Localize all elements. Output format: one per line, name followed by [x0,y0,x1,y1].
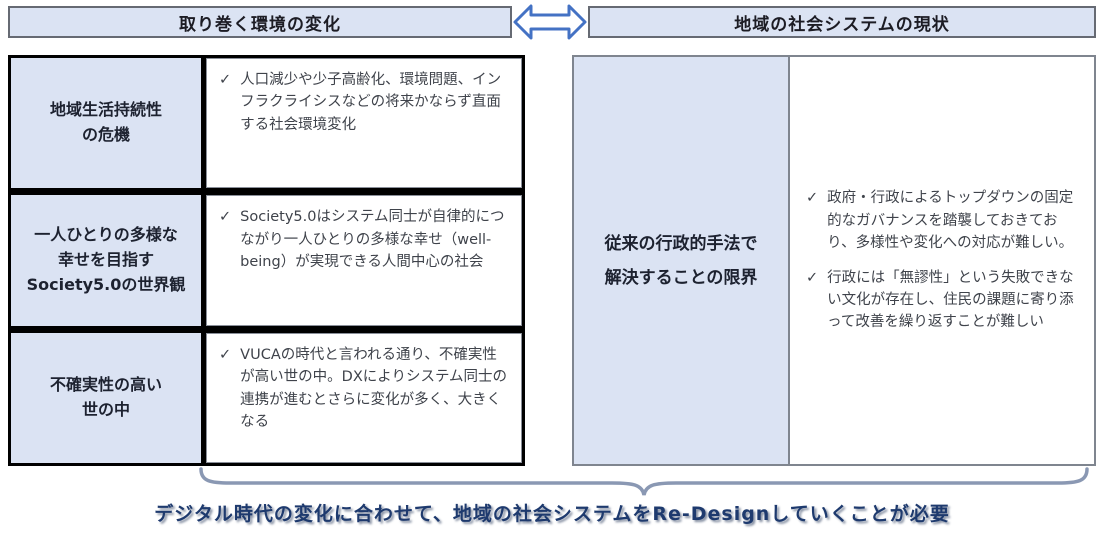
left-row-uncertainty: 不確実性の高い 世の中 ✓ VUCAの時代と言われる通り、不確実性が高い世の中。… [11,332,522,463]
left-header: 取り巻く環境の変化 [8,6,512,38]
bullet-item: ✓ 政府・行政によるトップダウンの固定的なガバナンスを踏襲しておきており、多様性… [806,187,1078,254]
check-icon: ✓ [219,72,232,88]
left-panel: 地域生活持続性 の危機 ✓ 人口減少や少子高齢化、環境問題、インフラクライシスな… [8,55,525,466]
row-content: ✓ VUCAの時代と言われる通り、不確実性が高い世の中。DXによりシステム同士の… [206,332,522,463]
check-icon: ✓ [806,190,819,207]
left-row-sustainability: 地域生活持続性 の危機 ✓ 人口減少や少子高齢化、環境問題、インフラクライシスな… [11,58,522,189]
right-header: 地域の社会システムの現状 [588,6,1096,38]
row-label: 不確実性の高い 世の中 [11,332,201,463]
row-label: 一人ひとりの多様な 幸せを目指す Society5.0の世界観 [11,195,201,326]
right-panel-content: ✓ 政府・行政によるトップダウンの固定的なガバナンスを踏襲しておきており、多様性… [788,57,1094,464]
left-header-label: 取り巻く環境の変化 [179,14,341,35]
bullet-text: VUCAの時代と言われる通り、不確実性が高い世の中。DXによりシステム同士の連携… [240,346,508,431]
row-content: ✓ Society5.0はシステム同士が自律的につながり一人ひとりの多様な幸せ（… [206,195,522,326]
bullet-text: 政府・行政によるトップダウンの固定的なガバナンスを踏襲しておきており、多様性や変… [827,190,1074,252]
check-icon: ✓ [806,269,819,286]
right-panel: 従来の行政的手法で 解決することの限界 ✓ 政府・行政によるトップダウンの固定的… [572,55,1096,466]
bullet-text: Society5.0はシステム同士が自律的につながり一人ひとりの多様な幸せ（we… [240,209,505,271]
bullet-text: 行政には「無謬性」という失敗できない文化が存在し、住民の課題に寄り添って改善を繰… [827,269,1074,331]
bullet-item: ✓ VUCAの時代と言われる通り、不確実性が高い世の中。DXによりシステム同士の… [219,344,509,434]
bullet-item: ✓ 人口減少や少子高齢化、環境問題、インフラクライシスなどの将来かならず直面する… [219,69,509,136]
right-header-label: 地域の社会システムの現状 [734,14,950,35]
right-panel-label: 従来の行政的手法で 解決することの限界 [604,233,758,288]
bullet-item: ✓ Society5.0はシステム同士が自律的につながり一人ひとりの多様な幸せ（… [219,206,509,273]
row-content: ✓ 人口減少や少子高齢化、環境問題、インフラクライシスなどの将来かならず直面する… [206,58,522,189]
row-label: 地域生活持続性 の危機 [11,58,201,189]
bullet-text: 人口減少や少子高齢化、環境問題、インフラクライシスなどの将来かならず直面する社会… [240,72,502,133]
check-icon: ✓ [219,209,232,226]
conclusion-text: デジタル時代の変化に合わせて、地域の社会システムをRe-Designしていくこと… [154,503,950,525]
check-icon: ✓ [219,346,232,363]
brace-shape-icon [198,466,1090,498]
left-right-arrow-icon [512,2,588,42]
bullet-item: ✓ 行政には「無謬性」という失敗できない文化が存在し、住民の課題に寄り添って改善… [806,267,1078,334]
left-row-society50: 一人ひとりの多様な 幸せを目指す Society5.0の世界観 ✓ Societ… [11,195,522,326]
